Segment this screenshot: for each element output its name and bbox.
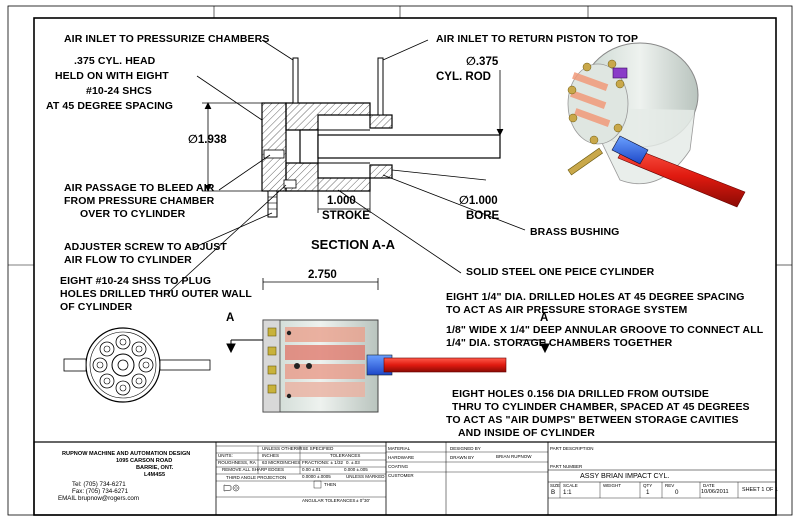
note-dumps-3: TO ACT AS "AIR DUMPS" BETWEEN STORAGE CA… xyxy=(446,414,739,426)
tb-rev-val: 0 xyxy=(675,489,679,496)
note-dumps-4: AND INSIDE OF CYLINDER xyxy=(458,427,595,439)
note-bleed-3: OVER TO CYLINDER xyxy=(80,208,186,220)
dim-stroke-label: STROKE xyxy=(322,210,370,222)
section-view xyxy=(261,57,501,218)
end-view xyxy=(63,327,211,403)
section-marker-left: A xyxy=(226,312,235,324)
note-air-inlet-return: AIR INLET TO RETURN PISTON TO TOP xyxy=(436,33,639,45)
dim-head-dia: ∅1.938 xyxy=(188,134,227,146)
note-bleed-1: AIR PASSAGE TO BLEED AIR xyxy=(64,182,215,194)
note-eight-holes-1: EIGHT 1/4" DIA. DRILLED HOLES AT 45 DEGR… xyxy=(446,291,745,303)
tb-customer: CUSTOMER xyxy=(388,473,414,478)
tb-coating: COATING xyxy=(388,464,409,469)
note-plug-2: HOLES DRILLED THRU OUTER WALL xyxy=(60,288,252,300)
note-air-inlet-pressurize: AIR INLET TO PRESSURIZE CHAMBERS xyxy=(64,33,270,45)
tb-hardware: HARDWARE xyxy=(388,455,415,460)
tb-fractions: FRACTIONS: ± 1/32 xyxy=(302,460,343,465)
tb-scale-val: 1:1 xyxy=(563,489,572,496)
tb-angular: ANGULAR TOLERANCES xyxy=(302,498,356,503)
note-dumps-2: THRU TO CYLINDER CHAMBER, SPACED AT 45 D… xyxy=(452,401,750,413)
tb-part-number: PART NUMBER xyxy=(550,464,583,469)
dim-stroke-value: 1.000 xyxy=(327,195,356,207)
tb-remove-edges: REMOVE ALL SHARP EDGES xyxy=(222,467,285,472)
tb-designed-by: DESIGNED BY xyxy=(450,446,481,451)
section-marker-right: A xyxy=(540,312,549,324)
dim-bore-value: ∅1.000 xyxy=(459,195,498,207)
note-plug-1: EIGHT #10-24 SHSS TO PLUG xyxy=(60,275,212,287)
note-cyl-head-4: AT 45 DEGREE SPACING xyxy=(46,100,174,112)
side-view xyxy=(226,278,550,413)
tb-tol-4: 0.000 ±.005 xyxy=(344,467,368,472)
dim-bore-label: BORE xyxy=(466,210,500,222)
note-groove-1: 1/8" WIDE X 1/4" DEEP ANNULAR GROOVE TO … xyxy=(446,324,764,336)
tb-part-description: PART DESCRIPTION xyxy=(550,446,594,451)
tb-size-val: B xyxy=(551,489,556,496)
note-dumps-1: EIGHT HOLES 0.156 DIA DRILLED FROM OUTSI… xyxy=(452,388,710,400)
note-brass-bushing: BRASS BUSHING xyxy=(530,226,620,238)
dim-rod-dia: ∅.375 xyxy=(466,56,499,68)
tb-micro: 63 MICROINCHES xyxy=(262,460,301,465)
tb-then: THEN xyxy=(324,482,337,487)
tb-unless: UNLESS OTHERWISE SPECIFIED xyxy=(262,446,334,451)
tb-date-label: DATE xyxy=(703,483,715,488)
tb-qty-val: 1 xyxy=(646,489,650,496)
tb-angular-val: ± 0°30' xyxy=(356,498,370,503)
tb-fax: Fax: (705) 734-6271 xyxy=(72,488,129,495)
tb-tol-2: 0. ±.03 xyxy=(346,460,360,465)
tb-date-val: 10/06/2011 xyxy=(701,489,729,495)
tb-size-label: SIZE xyxy=(550,483,561,488)
tb-inches: INCHES xyxy=(262,453,280,458)
note-cyl-head-3: #10-24 SHCS xyxy=(86,85,152,97)
dim-length: 2.750 xyxy=(308,269,337,281)
dim-rod-label: CYL. ROD xyxy=(436,71,491,83)
tb-tol-5: 0.0000 ±.0005 xyxy=(302,474,331,479)
note-cyl-head-2: HELD ON WITH EIGHT xyxy=(55,70,169,82)
tb-city: BARRIE, ONT. xyxy=(136,465,174,471)
section-title: SECTION A-A xyxy=(311,237,396,252)
tb-roughness: ROUGHNESS, RA xyxy=(218,460,256,465)
tb-assy-name: ASSY BRIAN IMPACT CYL. xyxy=(580,471,670,480)
note-eight-holes-2: TO ACT AS AIR PRESSURE STORAGE SYSTEM xyxy=(446,304,688,316)
tb-tol-3: 0.00 ±.01 xyxy=(302,467,321,472)
tb-qty-label: QTY xyxy=(643,483,653,488)
tb-material: MATERIAL xyxy=(388,446,411,451)
note-groove-2: 1/4" DIA. STORAGE CHAMBERS TOGETHER xyxy=(446,337,673,349)
tb-scale-label: SCALE xyxy=(563,483,578,488)
tb-sheet: SHEET 1 OF 1 xyxy=(742,487,778,493)
note-cyl-head-1: .375 CYL. HEAD xyxy=(74,55,156,67)
note-solid-steel: SOLID STEEL ONE PEICE CYLINDER xyxy=(466,266,655,278)
note-bleed-2: FROM PRESSURE CHAMBER xyxy=(64,195,215,207)
tb-rev-label: REV xyxy=(665,483,675,488)
isometric-view xyxy=(567,42,746,208)
tb-third-angle: THIRD ANGLE PROJECTION xyxy=(226,475,287,480)
tb-company: RUPNOW MACHINE AND AUTOMATION DESIGN xyxy=(62,451,191,457)
note-plug-3: OF CYLINDER xyxy=(60,301,133,313)
tb-address: 1095 CARSON ROAD xyxy=(116,458,173,464)
tb-units: UNITS: xyxy=(218,453,233,458)
tb-tel: Tel: (705) 734-6271 xyxy=(72,481,126,488)
note-adjuster-1: ADJUSTER SCREW TO ADJUST xyxy=(64,241,227,253)
tb-postal: L4M4S5 xyxy=(144,472,166,478)
tb-drawn-by-val: BRIAN RUPNOW xyxy=(496,454,532,459)
tb-tolerances: TOLERANCES xyxy=(330,453,361,458)
tb-drawn-by: DRAWN BY xyxy=(450,455,475,460)
tb-weight-label: WEIGHT xyxy=(603,483,621,488)
tb-email: EMAIL brupnow@rogers.com xyxy=(58,495,140,502)
title-block xyxy=(33,441,777,516)
tb-unless-short: UNLESS MARKED xyxy=(346,474,385,479)
note-adjuster-2: AIR FLOW TO CYLINDER xyxy=(64,254,192,266)
